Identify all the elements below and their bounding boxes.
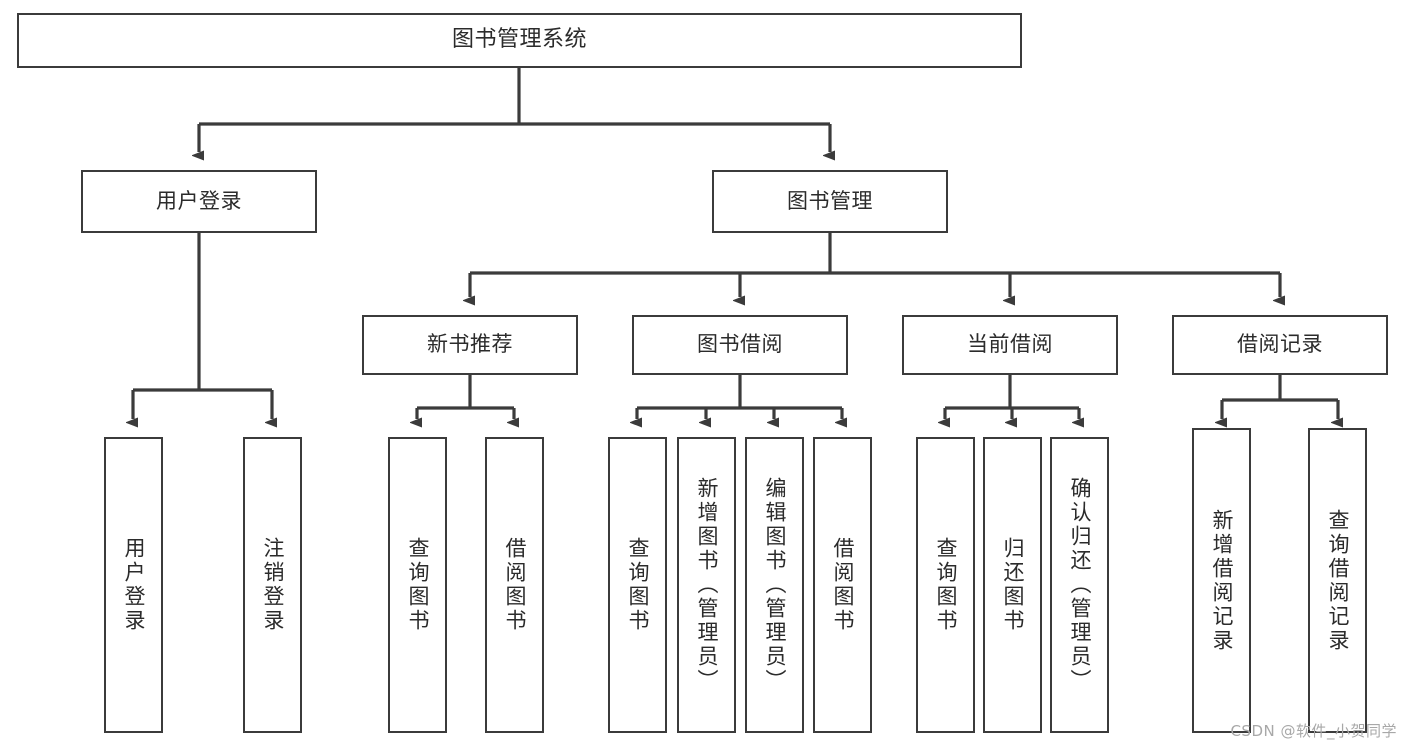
node-current-borrow[interactable]: 当前借阅 — [902, 315, 1118, 375]
leaf-add-record[interactable]: 新增借阅记录 — [1192, 428, 1251, 733]
node-book-manage[interactable]: 图书管理 — [712, 170, 948, 233]
leaf-borrow-book-1-label: 借阅图书 — [503, 537, 527, 633]
leaf-query-record[interactable]: 查询借阅记录 — [1308, 428, 1367, 733]
leaf-logout-label: 注销登录 — [261, 537, 285, 633]
leaf-return-book-label: 归还图书 — [1001, 537, 1025, 633]
leaf-query-record-label: 查询借阅记录 — [1326, 508, 1350, 653]
leaf-return-book[interactable]: 归还图书 — [983, 437, 1042, 733]
node-borrow-record[interactable]: 借阅记录 — [1172, 315, 1388, 375]
leaf-query-book-2[interactable]: 查询图书 — [608, 437, 667, 733]
node-book-manage-label: 图书管理 — [787, 188, 873, 213]
leaf-add-book-label: 新增图书（管理员） — [695, 477, 719, 693]
leaf-query-book-3-label: 查询图书 — [934, 537, 958, 633]
node-current-borrow-label: 当前借阅 — [967, 332, 1053, 357]
leaf-logout[interactable]: 注销登录 — [243, 437, 302, 733]
leaf-borrow-book-1[interactable]: 借阅图书 — [485, 437, 544, 733]
leaf-user-login-label: 用户登录 — [122, 537, 146, 633]
node-book-borrow[interactable]: 图书借阅 — [632, 315, 848, 375]
leaf-edit-book-label: 编辑图书（管理员） — [763, 477, 787, 693]
node-new-book-recommend[interactable]: 新书推荐 — [362, 315, 578, 375]
node-root-label: 图书管理系统 — [451, 27, 587, 53]
leaf-query-book-1[interactable]: 查询图书 — [388, 437, 447, 733]
leaf-edit-book[interactable]: 编辑图书（管理员） — [745, 437, 804, 733]
leaf-query-book-1-label: 查询图书 — [406, 537, 430, 633]
connector-group — [133, 68, 1338, 419]
leaf-query-book-3[interactable]: 查询图书 — [916, 437, 975, 733]
leaf-borrow-book-2[interactable]: 借阅图书 — [813, 437, 872, 733]
leaf-add-record-label: 新增借阅记录 — [1210, 508, 1234, 653]
node-new-book-recommend-label: 新书推荐 — [427, 332, 513, 357]
node-borrow-record-label: 借阅记录 — [1237, 332, 1323, 357]
leaf-confirm-return[interactable]: 确认归还（管理员） — [1050, 437, 1109, 733]
node-root[interactable]: 图书管理系统 — [17, 13, 1022, 68]
leaf-confirm-return-label: 确认归还（管理员） — [1068, 477, 1092, 693]
leaf-add-book[interactable]: 新增图书（管理员） — [677, 437, 736, 733]
node-book-borrow-label: 图书借阅 — [697, 332, 783, 357]
leaf-query-book-2-label: 查询图书 — [626, 537, 650, 633]
leaf-user-login[interactable]: 用户登录 — [104, 437, 163, 733]
node-user-login[interactable]: 用户登录 — [81, 170, 317, 233]
leaf-borrow-book-2-label: 借阅图书 — [831, 537, 855, 633]
node-user-login-label: 用户登录 — [156, 188, 242, 213]
